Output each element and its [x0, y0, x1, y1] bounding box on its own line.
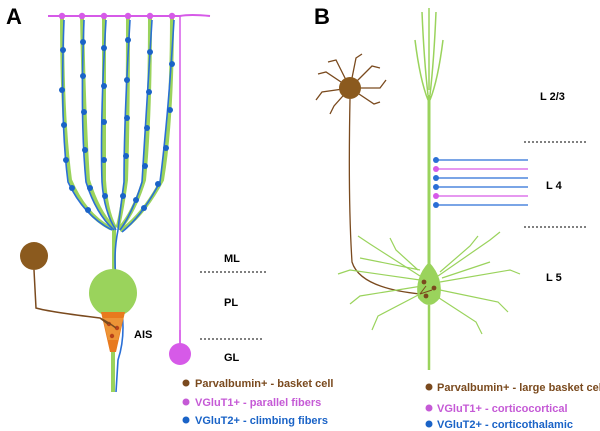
- legend-dot-parvalbumin: [182, 379, 190, 387]
- panel-a-figure: [20, 12, 266, 393]
- basal-dendrites: [337, 231, 521, 335]
- legend-dot-vglut2-b: [425, 420, 433, 428]
- large-basket-cell-axon: [348, 98, 421, 295]
- parallel-fiber: [48, 14, 211, 17]
- purkinje-dendrites: [60, 14, 174, 270]
- apical-tuft: [414, 8, 444, 101]
- basket-cell-axon: [33, 269, 117, 329]
- legend-vglut1-a: VGluT1+ - parallel fibers: [195, 397, 321, 409]
- legend-vglut2-b: VGluT2+ - corticothalamic: [437, 419, 573, 431]
- panel-a-letter: A: [6, 4, 22, 29]
- layer-label-gl: GL: [224, 352, 240, 364]
- ais-label: AIS: [134, 329, 152, 341]
- legend-dot-vglut1-b: [425, 404, 433, 412]
- panel-a-legend: Parvalbumin+ - basket cell VGluT1+ - par…: [182, 378, 333, 427]
- legend-dot-parvalbumin-b: [425, 383, 433, 391]
- legend-dot-vglut1: [182, 398, 190, 406]
- basket-cell-soma: [20, 242, 48, 270]
- purkinje-soma: [89, 269, 137, 317]
- granule-cell-soma: [169, 343, 191, 365]
- panel-b-figure: [315, 8, 586, 370]
- layer-label-l4: L 4: [546, 180, 563, 192]
- panel-b-legend: Parvalbumin+ - large basket cell VGluT1+…: [425, 382, 600, 431]
- legend-vglut2-a: VGluT2+ - climbing fibers: [195, 415, 328, 427]
- large-basket-cell-soma: [339, 77, 361, 99]
- pyramidal-soma: [417, 262, 441, 305]
- layer-label-pl: PL: [224, 297, 238, 309]
- legend-parvalbumin-b: Parvalbumin+ - large basket cell: [437, 382, 600, 394]
- legend-parvalbumin-a: Parvalbumin+ - basket cell: [195, 378, 333, 390]
- layer-label-l5: L 5: [546, 272, 562, 284]
- parallel-fiber-synapses: [58, 12, 176, 20]
- legend-dot-vglut2: [182, 416, 190, 424]
- layer-label-l23: L 2/3: [540, 91, 565, 103]
- legend-vglut1-b: VGluT1+ - corticocortical: [437, 403, 568, 415]
- layer4-afferents: [433, 157, 528, 208]
- layer-label-ml: ML: [224, 253, 240, 265]
- panel-b-letter: B: [314, 4, 330, 29]
- climbing-fiber-synapses: [59, 37, 175, 213]
